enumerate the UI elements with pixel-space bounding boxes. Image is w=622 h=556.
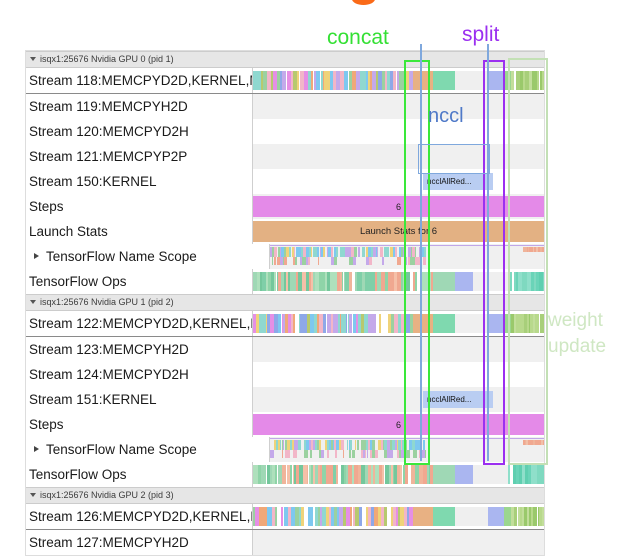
row-label-text: Stream 151:KERNEL — [29, 392, 157, 407]
nccl-allreduce-bar[interactable]: ncclAllRed... — [423, 173, 493, 190]
timeline-row[interactable]: Launch Stats Launch Stats for 6 — [26, 219, 544, 244]
timeline-row[interactable]: TensorFlow Name Scope — [26, 244, 544, 269]
timeline-track[interactable] — [253, 504, 544, 529]
row-label[interactable]: Stream 126:MEMCPYD2D,KERNEL,MI — [26, 504, 253, 529]
chevron-down-icon[interactable] — [30, 300, 36, 304]
row-label[interactable]: Steps — [26, 412, 253, 437]
timeline-track[interactable] — [253, 119, 544, 144]
annotation-weight-update-label: weight update — [548, 308, 606, 360]
timeline-track[interactable] — [253, 144, 544, 169]
chevron-right-icon[interactable] — [34, 446, 39, 452]
trace-viewer-panel[interactable]: isqx1:25676 Nvidia GPU 0 (pid 1) Stream 1… — [25, 50, 545, 556]
row-label-text: Stream 119:MEMCPYH2D — [29, 99, 188, 114]
timeline-track[interactable]: ncclAllRed... — [253, 169, 544, 194]
row-label-text: Stream 122:MEMCPYD2D,KERNEL,MI — [29, 316, 253, 331]
launch-stats-bar[interactable]: Launch Stats for 6 — [253, 221, 544, 242]
row-label-text: Stream 124:MEMCPYD2H — [29, 367, 189, 382]
chevron-down-icon[interactable] — [30, 57, 36, 61]
row-label-text: Launch Stats — [29, 224, 108, 239]
timeline-row[interactable]: Stream 118:MEMCPYD2D,KERNEL,ME — [26, 68, 544, 93]
steps-bar[interactable]: 6 — [253, 414, 544, 435]
timeline-row[interactable]: TensorFlow Ops — [26, 462, 544, 487]
timeline-row[interactable]: Stream 124:MEMCPYD2H — [26, 362, 544, 387]
timeline-track[interactable] — [253, 362, 544, 387]
group-header-label: isqx1:25676 Nvidia GPU 1 (pid 2) — [40, 297, 174, 307]
row-label[interactable]: Stream 120:MEMCPYD2H — [26, 119, 253, 144]
group-header[interactable]: isqx1:25676 Nvidia GPU 2 (pid 3) — [26, 487, 544, 504]
timeline-row[interactable]: Stream 119:MEMCPYH2D — [26, 94, 544, 119]
timeline-row[interactable]: Stream 150:KERNEL ncclAllRed... — [26, 169, 544, 194]
timeline-track[interactable] — [253, 337, 544, 362]
row-label[interactable]: Stream 150:KERNEL — [26, 169, 253, 194]
weight-update-line-2: update — [548, 336, 607, 357]
group-header[interactable]: isqx1:25676 Nvidia GPU 1 (pid 2) — [26, 294, 544, 311]
row-label-text: Stream 126:MEMCPYD2D,KERNEL,MI — [29, 509, 253, 524]
row-label[interactable]: Stream 123:MEMCPYH2D — [26, 337, 253, 362]
timeline-track[interactable] — [270, 437, 544, 462]
weight-update-line-1: weight — [548, 310, 603, 331]
timeline-track[interactable]: Launch Stats for 6 — [253, 219, 544, 244]
row-label-text: Stream 118:MEMCPYD2D,KERNEL,ME — [29, 73, 253, 88]
timeline-track[interactable]: ncclAllRed... — [253, 387, 544, 412]
row-label[interactable]: TensorFlow Name Scope — [26, 437, 270, 462]
timeline-track[interactable] — [253, 311, 544, 336]
row-label-text: Steps — [29, 199, 64, 214]
row-label-text: TensorFlow Ops — [29, 274, 127, 289]
row-label-text: TensorFlow Ops — [29, 467, 127, 482]
timeline-row[interactable]: Stream 126:MEMCPYD2D,KERNEL,MI — [26, 504, 544, 529]
chevron-right-icon[interactable] — [34, 253, 39, 259]
nccl-allreduce-bar[interactable]: ncclAllRed... — [423, 391, 493, 408]
timeline-row[interactable]: TensorFlow Ops — [26, 269, 544, 294]
row-label[interactable]: Stream 122:MEMCPYD2D,KERNEL,MI — [26, 311, 253, 336]
row-label[interactable]: Stream 127:MEMCPYH2D — [26, 530, 253, 555]
group-header-label: isqx1:25676 Nvidia GPU 2 (pid 3) — [40, 490, 174, 500]
row-label[interactable]: TensorFlow Ops — [26, 269, 253, 294]
timeline-track[interactable] — [253, 530, 544, 555]
timeline-row[interactable]: Stream 127:MEMCPYH2D — [26, 530, 544, 555]
timeline-track[interactable] — [253, 94, 544, 119]
group-header-label: isqx1:25676 Nvidia GPU 0 (pid 1) — [40, 54, 174, 64]
timeline-row[interactable]: Steps 6 — [26, 412, 544, 437]
timeline-row[interactable]: Stream 151:KERNEL ncclAllRed... — [26, 387, 544, 412]
row-label[interactable]: TensorFlow Ops — [26, 462, 253, 487]
chevron-down-icon[interactable] — [30, 493, 36, 497]
row-label-text: Stream 123:MEMCPYH2D — [29, 342, 189, 357]
row-label-text: Stream 150:KERNEL — [29, 174, 157, 189]
steps-bar[interactable]: 6 — [253, 196, 544, 217]
timeline-row[interactable]: TensorFlow Name Scope — [26, 437, 544, 462]
row-label[interactable]: TensorFlow Name Scope — [26, 244, 270, 269]
timeline-row[interactable]: Stream 122:MEMCPYD2D,KERNEL,MI — [26, 311, 544, 336]
timeline-track[interactable] — [270, 244, 544, 269]
group-header[interactable]: isqx1:25676 Nvidia GPU 0 (pid 1) — [26, 51, 544, 68]
row-label-text: Stream 120:MEMCPYD2H — [29, 124, 189, 139]
row-label[interactable]: Stream 118:MEMCPYD2D,KERNEL,ME — [26, 68, 253, 93]
orange-marker-icon — [352, 0, 375, 5]
row-label[interactable]: Stream 124:MEMCPYD2H — [26, 362, 253, 387]
row-label[interactable]: Stream 121:MEMCPYP2P — [26, 144, 253, 169]
row-label-text: TensorFlow Name Scope — [46, 249, 197, 264]
timeline-track[interactable] — [253, 462, 544, 487]
row-label-text: Stream 127:MEMCPYH2D — [29, 535, 189, 550]
timeline-track[interactable] — [253, 269, 544, 294]
annotation-concat-label: concat — [327, 26, 389, 49]
row-label[interactable]: Stream 119:MEMCPYH2D — [26, 94, 253, 119]
row-label-text: TensorFlow Name Scope — [46, 442, 197, 457]
annotation-split-label: split — [462, 23, 500, 46]
timeline-track[interactable]: 6 — [253, 412, 544, 437]
timeline-row[interactable]: Stream 123:MEMCPYH2D — [26, 337, 544, 362]
row-label[interactable]: Launch Stats — [26, 219, 253, 244]
timeline-row[interactable]: Stream 121:MEMCPYP2P — [26, 144, 544, 169]
timeline-track[interactable]: 6 — [253, 194, 544, 219]
row-label-text: Steps — [29, 417, 64, 432]
row-label[interactable]: Steps — [26, 194, 253, 219]
timeline-row[interactable]: Stream 120:MEMCPYD2H — [26, 119, 544, 144]
timeline-track[interactable] — [253, 68, 544, 93]
row-label-text: Stream 121:MEMCPYP2P — [29, 149, 188, 164]
timeline-row[interactable]: Steps 6 — [26, 194, 544, 219]
row-label[interactable]: Stream 151:KERNEL — [26, 387, 253, 412]
